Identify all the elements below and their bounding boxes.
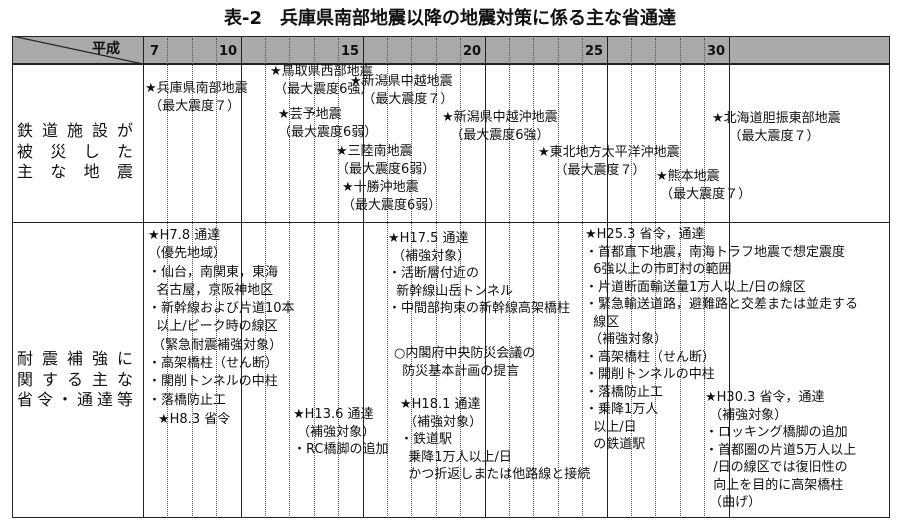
row-label-regulations-line3: 省令・通達等 [17, 390, 135, 409]
year-label-25: 25 [585, 44, 604, 59]
year-gridline [435, 38, 437, 516]
timeline-table [12, 36, 890, 518]
row-divider [12, 222, 890, 223]
year-gridline [582, 38, 584, 516]
row-label-earthquakes-line2: 被災した [17, 142, 135, 161]
table-title: 表-2 兵庫県南部地震以降の地震対策に係る主な省通達 [224, 8, 676, 29]
earthquake-hokkaido-iburi: ★北海道胆振東部地震 （最大震度７） [712, 111, 841, 144]
year-gridline [313, 38, 315, 516]
earthquake-sanriku-minami: ★三陸南地震 （最大震度6弱） [336, 144, 436, 177]
period-divider [728, 36, 730, 518]
year-gridline [533, 38, 535, 516]
year-label-30: 30 [707, 44, 726, 59]
regulation-h8-3: ★H8.3 省令 [158, 412, 231, 427]
period-divider [240, 36, 242, 518]
period-divider [362, 36, 364, 518]
earthquake-hyogo: ★兵庫県南部地震 （最大震度７） [145, 81, 248, 114]
row-divider [12, 64, 890, 65]
header-diagonal-line [12, 36, 144, 64]
year-label-7: 7 [150, 44, 160, 59]
regulation-h17-5: ★H17.5 通達 （補強対象） ・活断層付近の 新幹線山岳トンネル ・中間部拘… [388, 231, 571, 316]
year-gridline [289, 38, 291, 516]
row-label-regulations-line1: 耐震補強に [17, 349, 135, 368]
period-divider [484, 36, 486, 518]
earthquake-tokachi-oki: ★十勝沖地震 （最大震度6弱） [342, 180, 442, 213]
era-label: 平成 [92, 41, 120, 57]
earthquake-niigata-chuetsu: ★新潟県中越地震 （最大震度７） [350, 74, 454, 107]
row-label-regulations-line2: 関する主な [17, 370, 135, 389]
period-divider [606, 36, 608, 518]
year-label-10: 10 [219, 44, 238, 59]
regulation-h7-8: ★H7.8 通達 （優先地域） ・仙台，南関東，東海 名古屋，京阪神地区 ・新幹… [148, 228, 295, 408]
year-gridline [557, 38, 559, 516]
year-gridline [411, 38, 413, 516]
period-divider [143, 36, 144, 518]
year-gridline [216, 38, 218, 516]
year-gridline [191, 38, 193, 516]
year-gridline [167, 38, 169, 516]
year-gridline [631, 38, 632, 516]
row-label-earthquakes-line1: 鉄道施設が [17, 121, 135, 140]
year-label-15: 15 [341, 44, 360, 59]
year-gridline [704, 38, 706, 516]
year-gridline [265, 38, 266, 516]
row-label-earthquakes-line3: 主な地震 [17, 162, 135, 181]
regulation-h30-3: ★H30.3 省令，通達 （補強対象） ・ロッキング橋脚の追加 ・首都圏の片道5… [705, 390, 857, 510]
year-gridline [509, 38, 510, 516]
year-gridline [655, 38, 657, 516]
earthquake-niigata-chuetsu-oki: ★新潟県中越沖地震 （最大震度6強） [442, 110, 558, 143]
year-gridline [387, 38, 388, 516]
regulation-h18-1: ★H18.1 通達 （補強対象） ・鉄道駅 乗降1万人以上/日 かつ折返しまたは… [400, 397, 591, 482]
regulation-h13-6: ★H13.6 通達 （補強対象） ・RC橋脚の追加 [293, 407, 389, 457]
year-label-20: 20 [463, 44, 482, 59]
year-gridline [679, 38, 681, 516]
regulation-h25-3: ★H25.3 省令，通達 ・首都直下地震，南海トラフ地震で想定震度 6強以上の市… [585, 227, 859, 452]
earthquake-geiyo: ★芸予地震 （最大震度6弱） [278, 107, 378, 140]
cabinet-office-proposal: ○内閣府中央防災会議の 防災基本計画の提言 [394, 346, 536, 379]
earthquake-tottori: ★鳥取県西部地震 （最大震度6強） [270, 64, 374, 97]
earthquake-kumamoto: ★熊本地震 （最大震度７） [656, 169, 752, 202]
earthquake-tohoku: ★東北地方太平洋沖地震 （最大震度７） [538, 145, 680, 178]
year-gridline [338, 38, 340, 516]
year-gridline [460, 38, 462, 516]
